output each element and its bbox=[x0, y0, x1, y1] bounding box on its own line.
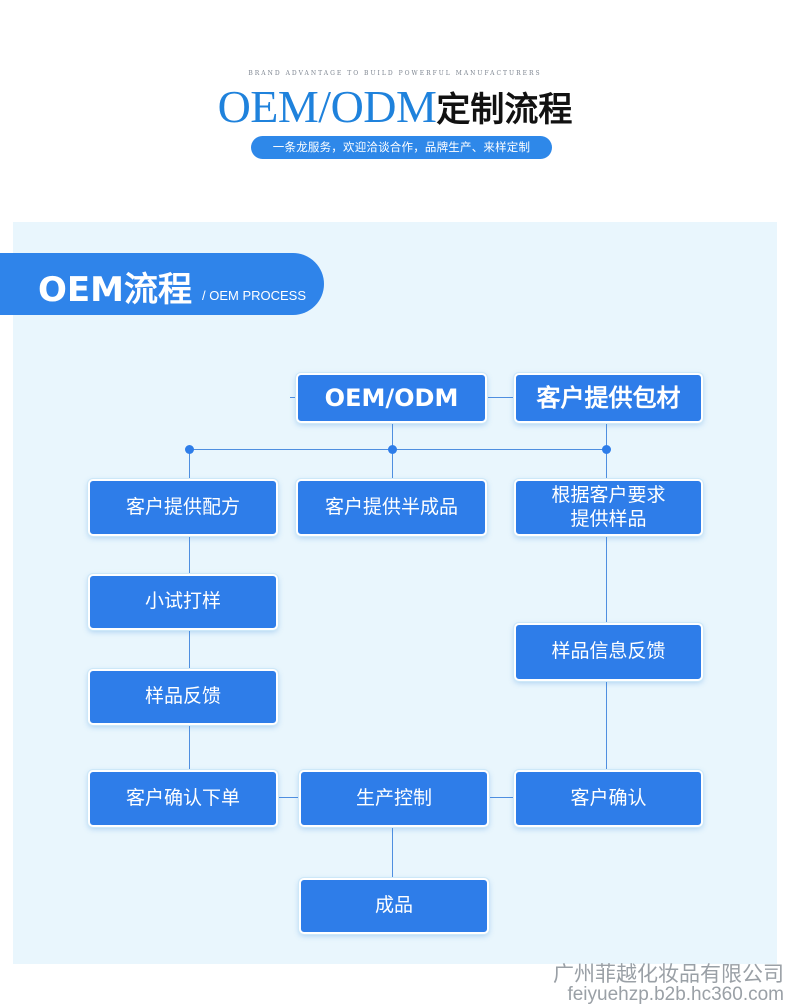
step-trial-sample: 小试打样 bbox=[88, 574, 278, 630]
connector-col3-top bbox=[606, 449, 607, 479]
connector-branch bbox=[189, 449, 606, 450]
step-production-control: 生产控制 bbox=[299, 770, 489, 827]
connector-col1-top bbox=[189, 449, 190, 479]
step-provide-sample-line1: 根据客户要求 bbox=[551, 483, 666, 506]
step-provide-sample-line2: 提供样品 bbox=[570, 507, 647, 530]
company-watermark: 广州菲越化妆品有限公司 bbox=[553, 962, 784, 986]
connector-bottom-right bbox=[489, 797, 514, 798]
brand-tagline: BRAND ADVANTAGE TO BUILD POWERFUL MANUFA… bbox=[248, 70, 542, 77]
connector-right-drop bbox=[606, 423, 607, 450]
connector-col2-top bbox=[392, 449, 393, 479]
page-title: OEM/ODM定制流程 bbox=[0, 80, 790, 133]
page-title-en: OEM/ODM bbox=[217, 81, 437, 132]
connector-col1-c bbox=[189, 725, 190, 770]
connector-col3-a bbox=[606, 536, 607, 623]
step-customer-formula: 客户提供配方 bbox=[88, 479, 278, 536]
connector-col3-b bbox=[606, 681, 607, 770]
branch-dot-left bbox=[185, 445, 194, 454]
subtitle-pill: 一条龙服务，欢迎洽谈合作，品牌生产、来样定制 bbox=[251, 136, 552, 159]
connector-bottom-left bbox=[277, 797, 300, 798]
branch-dot-mid bbox=[388, 445, 397, 454]
branch-dot-right bbox=[602, 445, 611, 454]
connector-col1-a bbox=[189, 536, 190, 574]
step-sample-feedback: 样品反馈 bbox=[88, 669, 278, 725]
step-provide-sample: 根据客户要求 提供样品 bbox=[514, 479, 703, 536]
step-oem-odm: OEM/ODM bbox=[296, 373, 487, 423]
step-finished-product: 成品 bbox=[299, 878, 489, 934]
step-customer-order: 客户确认下单 bbox=[88, 770, 278, 827]
step-semi-finished: 客户提供半成品 bbox=[296, 479, 487, 536]
step-customer-packaging: 客户提供包材 bbox=[514, 373, 703, 423]
url-watermark: feiyuehzp.b2b.hc360.com bbox=[567, 984, 784, 1005]
connector-left-stub bbox=[290, 397, 296, 398]
step-customer-confirm: 客户确认 bbox=[514, 770, 703, 827]
connector-drop bbox=[392, 423, 393, 450]
connector-col1-b bbox=[189, 630, 190, 669]
section-title: OEM流程 bbox=[38, 270, 192, 310]
section-subtitle: / OEM PROCESS bbox=[202, 288, 307, 303]
connector-to-product bbox=[392, 826, 393, 878]
section-tab: OEM流程 / OEM PROCESS bbox=[0, 253, 324, 315]
connector-top bbox=[487, 397, 514, 398]
page-title-cn: 定制流程 bbox=[436, 90, 573, 130]
step-sample-info-feedback: 样品信息反馈 bbox=[514, 623, 703, 681]
